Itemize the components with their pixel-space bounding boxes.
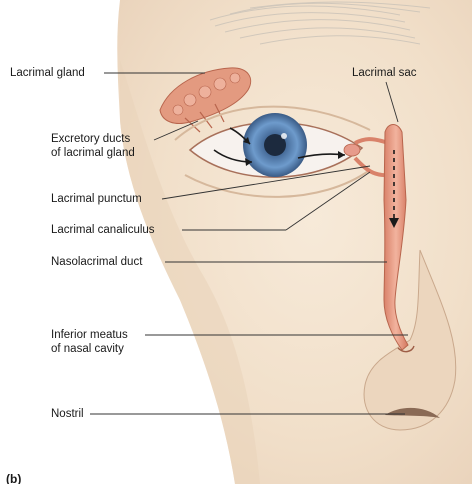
label-nasolacrimal-duct: Nasolacrimal duct <box>51 256 143 268</box>
label-lacrimal-punctum: Lacrimal punctum <box>51 193 142 205</box>
lacrimal-sac-and-duct <box>383 124 409 351</box>
leader-lines <box>90 72 408 415</box>
nostril-shape <box>385 407 440 418</box>
eyebrow <box>209 1 431 45</box>
nose <box>363 249 457 431</box>
lower-eyelid-fold <box>184 169 371 198</box>
label-inferior-meatus-line2: of nasal cavity <box>51 343 124 355</box>
eye-highlight <box>281 133 287 139</box>
label-inferior-meatus-line1: Inferior meatus <box>51 329 128 341</box>
upper-eyelid-fold <box>174 105 371 141</box>
pupil <box>264 134 286 156</box>
label-nostril: Nostril <box>51 408 84 420</box>
label-lacrimal-canaliculus: Lacrimal canaliculus <box>51 224 155 236</box>
canaliculus-upper <box>354 137 386 145</box>
label-lacrimal-gland: Lacrimal gland <box>10 67 85 79</box>
face-shade-left <box>120 60 260 484</box>
caruncle <box>343 143 361 157</box>
label-excretory-ducts-line1: Excretory ducts <box>51 133 131 145</box>
label-lacrimal-sac: Lacrimal sac <box>352 67 417 79</box>
panel-letter: (b) <box>6 472 22 484</box>
arrowheads <box>243 137 345 166</box>
duct-flow-arrowhead <box>389 218 399 228</box>
label-excretory-ducts-line2: of lacrimal gland <box>51 147 135 159</box>
inferior-meatus-opening <box>397 345 415 353</box>
lacrimal-gland-shape <box>159 67 252 133</box>
